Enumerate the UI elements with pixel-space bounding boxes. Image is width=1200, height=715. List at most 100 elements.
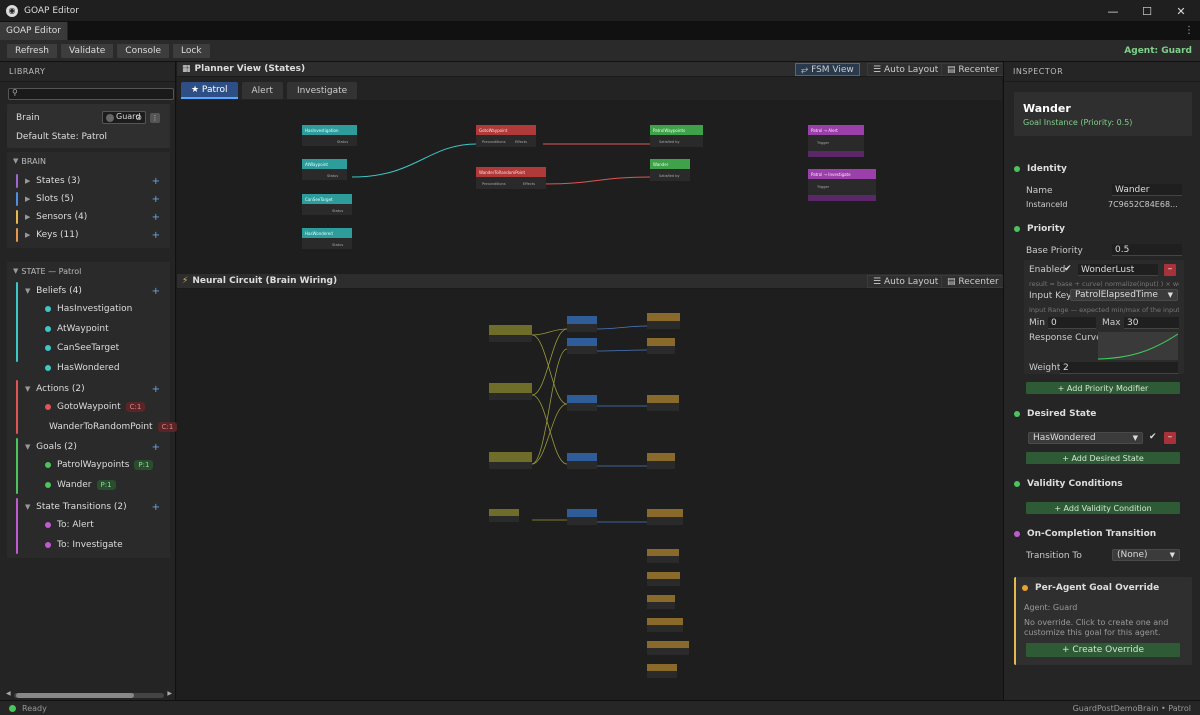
min-field[interactable]: 0: [1048, 317, 1096, 329]
range-note: Input Range — expected min/max of the in…: [1029, 306, 1179, 314]
library-scrollbar[interactable]: ◀ ▶: [6, 690, 172, 698]
close-button[interactable]: ✕: [1176, 4, 1186, 18]
circuit-auto-layout-button[interactable]: ☰ Auto Layout: [867, 275, 945, 288]
belief-item[interactable]: AtWaypoint: [45, 320, 109, 338]
console-button[interactable]: Console: [116, 42, 171, 59]
action-dot-icon: [45, 404, 51, 410]
transition-dot-icon: [45, 522, 51, 528]
brain-item-keys[interactable]: ▶ Keys (11): [25, 230, 79, 240]
brain-item-sensors[interactable]: ▶ Sensors (4): [25, 212, 88, 222]
transition-to-dropdown[interactable]: (None)▼: [1112, 549, 1180, 561]
recenter-icon: ▤: [947, 276, 956, 287]
svg-text:Satisfied by: Satisfied by: [659, 174, 680, 178]
circuit-canvas[interactable]: [177, 289, 1002, 700]
scrollbar-thumb[interactable]: [16, 693, 134, 698]
scroll-left-icon[interactable]: ◀: [6, 690, 11, 697]
remove-modifier-button[interactable]: –: [1164, 264, 1176, 276]
brain-object-field[interactable]: Guard⊙: [102, 111, 146, 124]
transition-item[interactable]: To: Alert: [45, 516, 94, 534]
completion-header[interactable]: On-Completion Transition: [1014, 527, 1156, 541]
modifier-name-field[interactable]: WonderLust: [1078, 264, 1158, 276]
brain-section-header[interactable]: ▼BRAIN: [13, 156, 46, 166]
add-sensor-icon[interactable]: +: [151, 212, 160, 223]
validity-header[interactable]: Validity Conditions: [1014, 477, 1123, 491]
tab-investigate[interactable]: Investigate: [286, 82, 358, 99]
more-options-icon[interactable]: ⋮: [1184, 25, 1194, 36]
goals-group[interactable]: ▼ Goals (2): [25, 442, 77, 452]
belief-item[interactable]: HasWondered: [45, 359, 120, 377]
circuit-recenter-button[interactable]: ▤ Recenter: [941, 275, 1005, 288]
add-validity-condition-button[interactable]: + Add Validity Condition: [1026, 502, 1180, 514]
brain-item-states[interactable]: ▶ States (3): [25, 176, 81, 186]
planner-recenter-button[interactable]: ▤ Recenter: [941, 63, 1005, 76]
add-priority-modifier-button[interactable]: + Add Priority Modifier: [1026, 382, 1180, 394]
minimize-button[interactable]: —: [1107, 4, 1119, 18]
section-dot-icon: [1014, 226, 1020, 232]
svg-text:Patrol → Alert: Patrol → Alert: [811, 128, 838, 133]
belief-item[interactable]: CanSeeTarget: [45, 339, 119, 357]
validate-button[interactable]: Validate: [60, 42, 115, 59]
add-action-icon[interactable]: +: [151, 384, 160, 395]
object-picker-icon[interactable]: ⊙: [135, 113, 142, 122]
belief-item[interactable]: HasInvestigation: [45, 300, 132, 318]
lock-button[interactable]: Lock: [172, 42, 211, 59]
scroll-right-icon[interactable]: ▶: [167, 690, 172, 697]
refresh-button[interactable]: Refresh: [6, 42, 58, 59]
add-belief-icon[interactable]: +: [151, 286, 160, 297]
brain-item-slots[interactable]: ▶ Slots (5): [25, 194, 74, 204]
input-key-dropdown[interactable]: PatrolElapsedTime▼: [1070, 289, 1178, 301]
tab-patrol[interactable]: ★ Patrol: [181, 82, 238, 99]
weight-field[interactable]: 2: [1060, 362, 1178, 374]
tab-strip: GOAP Editor: [0, 22, 1200, 40]
enabled-checkbox[interactable]: ✔: [1064, 264, 1072, 274]
planner-auto-layout-button[interactable]: ☰ Auto Layout: [867, 63, 945, 76]
collapse-triangle-icon: ▼: [25, 443, 31, 451]
actions-group[interactable]: ▼ Actions (2): [25, 384, 85, 394]
brain-options-icon[interactable]: ⋮: [150, 113, 160, 123]
search-input[interactable]: ⚲: [8, 88, 174, 100]
transition-item[interactable]: To: Investigate: [45, 536, 123, 554]
default-state-label: Default State: Patrol: [16, 132, 108, 142]
fsm-view-button[interactable]: ⥂ FSM View: [795, 63, 860, 76]
desired-state-checkbox[interactable]: ✔: [1149, 432, 1157, 442]
desired-state-header[interactable]: Desired State: [1014, 407, 1096, 421]
state-section-header[interactable]: ▼STATE — Patrol: [13, 266, 82, 276]
add-state-icon[interactable]: +: [151, 176, 160, 187]
svg-text:Preconditions: Preconditions: [482, 140, 506, 144]
belief-dot-icon: [45, 306, 51, 312]
remove-desired-state-button[interactable]: –: [1164, 432, 1176, 444]
response-curve-graph[interactable]: [1098, 332, 1178, 360]
transitions-group[interactable]: ▼ State Transitions (2): [25, 502, 127, 512]
tab-goap-editor[interactable]: GOAP Editor: [0, 22, 68, 40]
create-override-button[interactable]: + Create Override: [1026, 643, 1180, 657]
base-priority-field[interactable]: 0.5: [1112, 244, 1182, 256]
beliefs-group[interactable]: ▼ Beliefs (4): [25, 286, 82, 296]
max-field[interactable]: 30: [1124, 317, 1179, 329]
response-curve-label: Response Curve: [1029, 333, 1102, 343]
svg-text:Status: Status: [327, 174, 338, 178]
add-goal-icon[interactable]: +: [151, 442, 160, 453]
tab-alert[interactable]: Alert: [241, 82, 283, 99]
maximize-button[interactable]: ☐: [1142, 4, 1152, 18]
svg-text:Trigger: Trigger: [816, 185, 830, 189]
recenter-icon: ▤: [947, 64, 956, 75]
add-desired-state-button[interactable]: + Add Desired State: [1026, 452, 1180, 464]
name-field[interactable]: Wander: [1112, 184, 1182, 196]
override-agent-label: Agent: Guard: [1024, 603, 1078, 612]
add-slot-icon[interactable]: +: [151, 194, 160, 205]
desired-state-dropdown[interactable]: HasWondered▼: [1028, 432, 1143, 444]
collapse-triangle-icon: ▼: [25, 287, 31, 295]
identity-header[interactable]: Identity: [1014, 162, 1067, 176]
add-key-icon[interactable]: +: [151, 230, 160, 241]
circuit-graph[interactable]: [177, 289, 1002, 700]
priority-header[interactable]: Priority: [1014, 222, 1065, 236]
add-transition-icon[interactable]: +: [151, 502, 160, 513]
